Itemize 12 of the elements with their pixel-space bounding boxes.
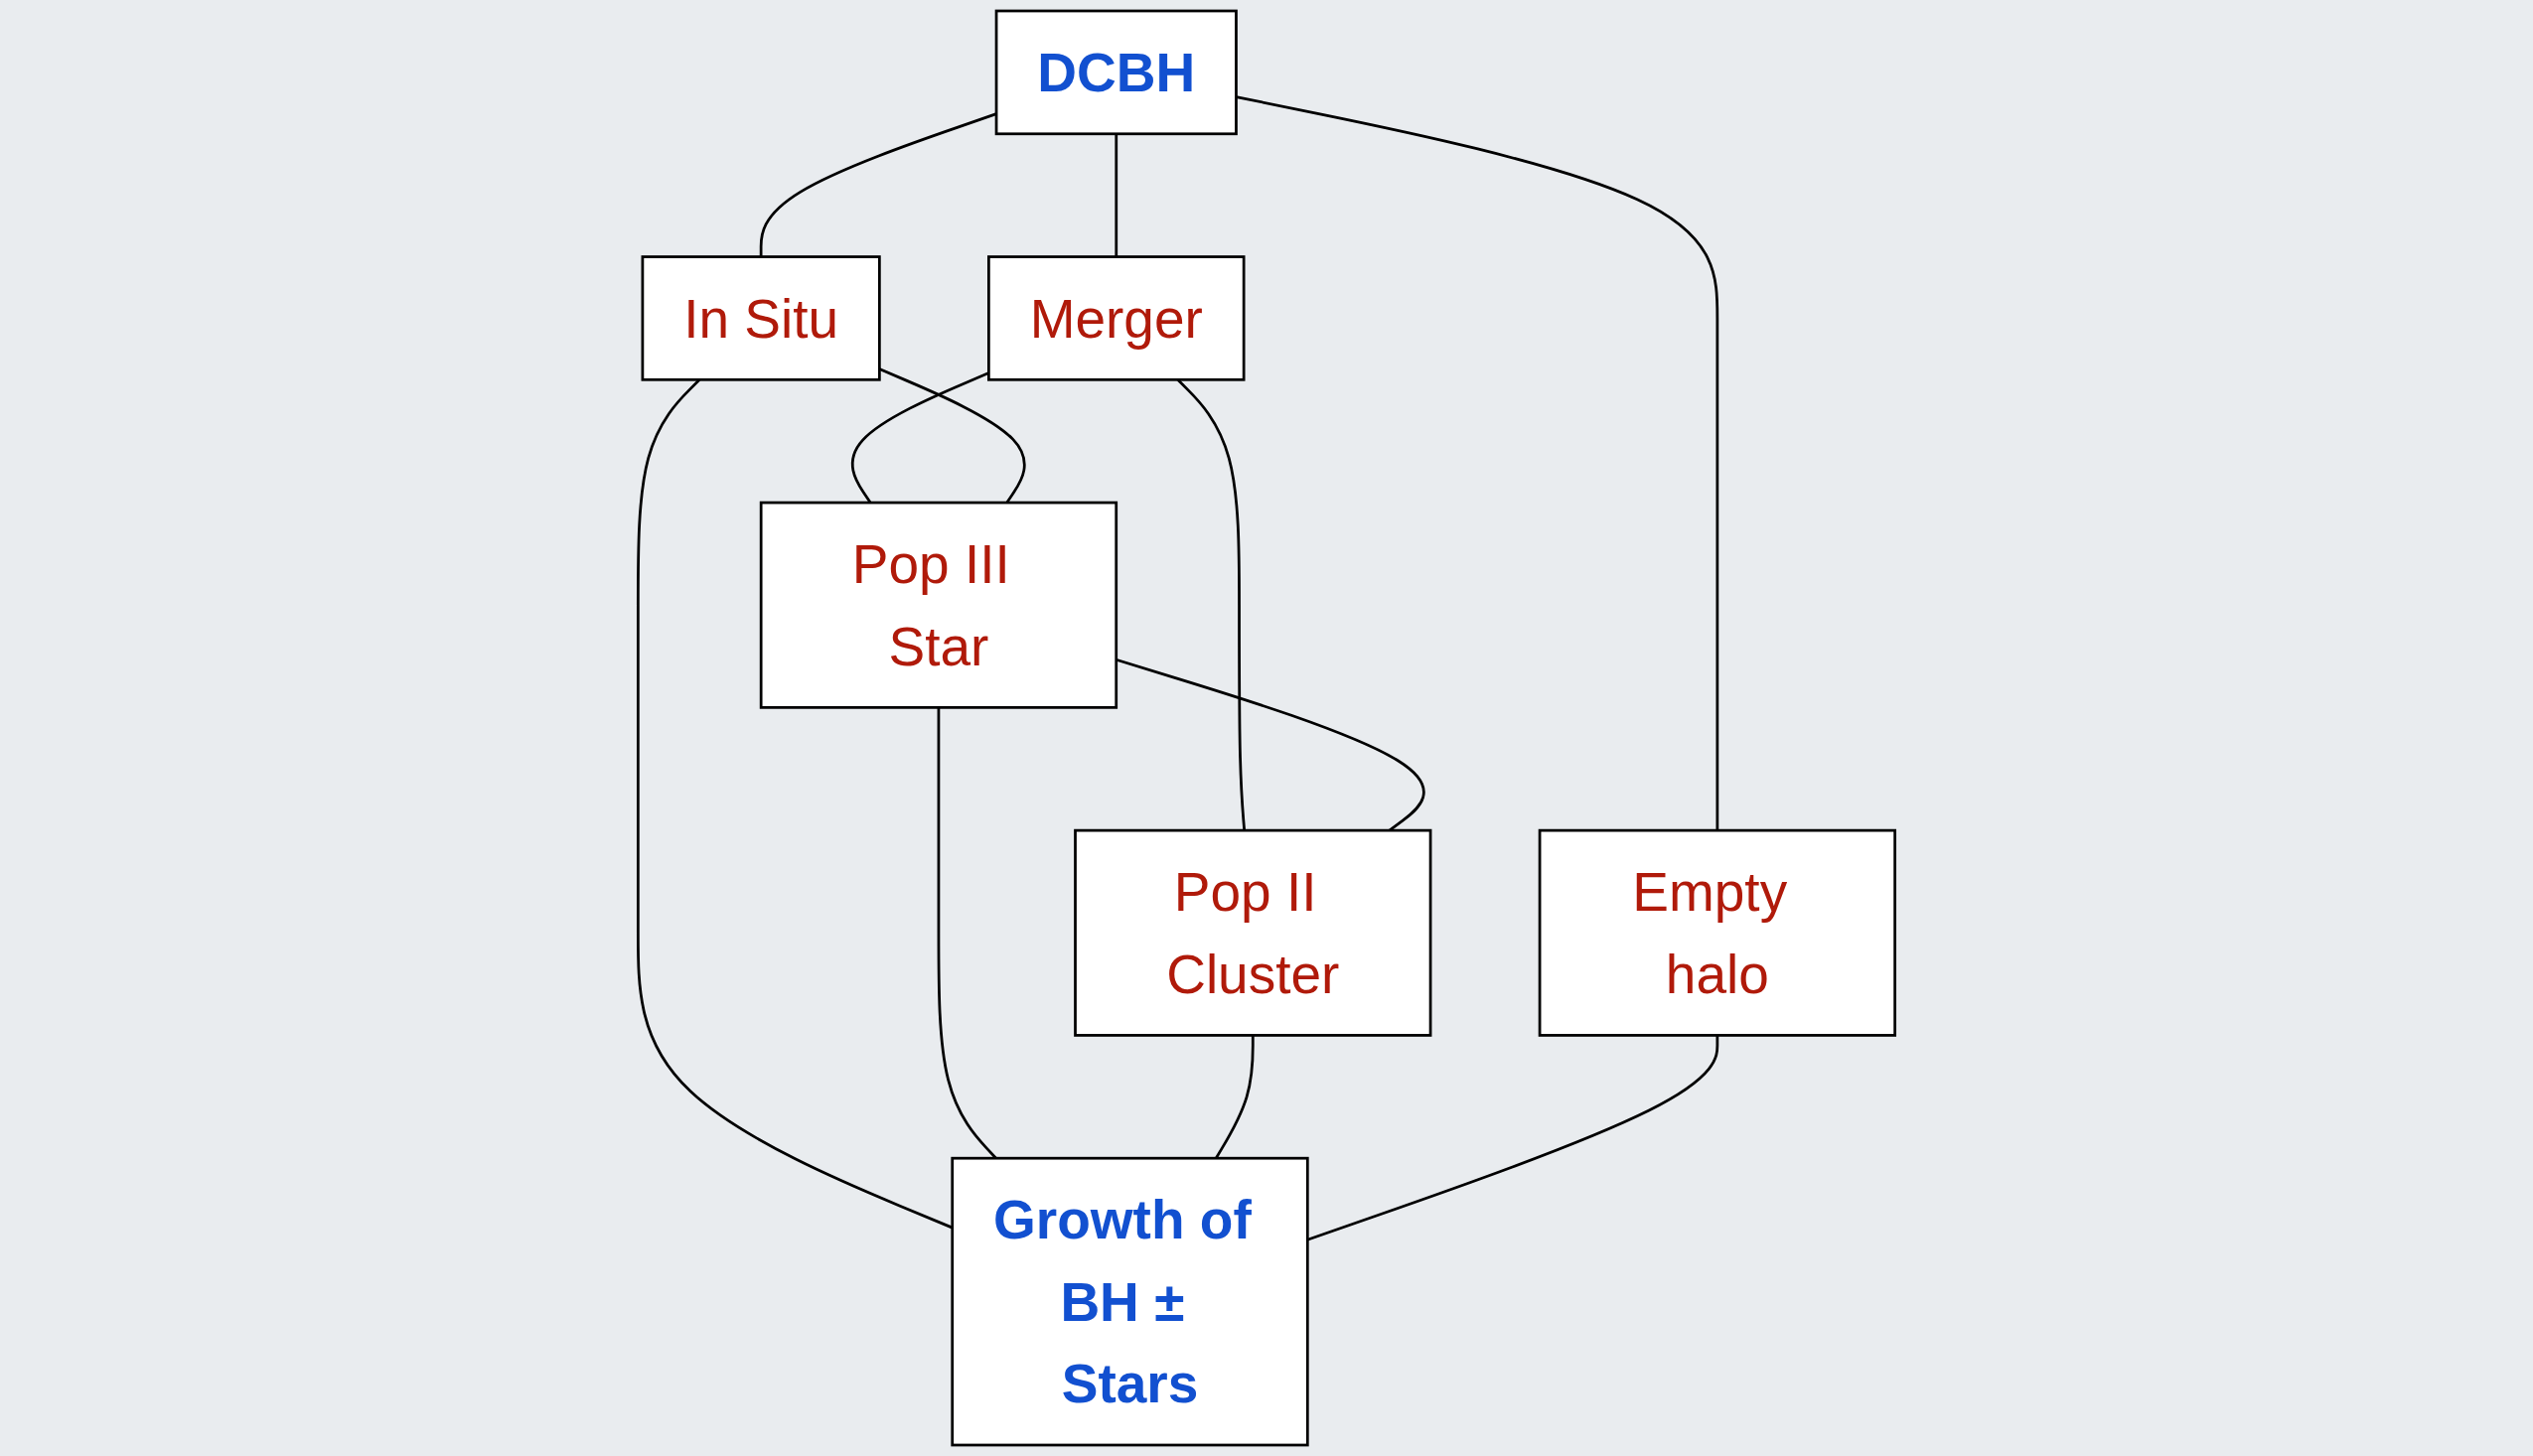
connector xyxy=(1115,133,1118,257)
connector xyxy=(759,112,997,257)
node-box: Pop II Cluster xyxy=(1074,828,1432,1037)
node-box: In Situ xyxy=(641,255,881,381)
connector xyxy=(850,371,989,504)
node-box: DCBH xyxy=(994,9,1238,136)
connector xyxy=(1236,95,1719,831)
node-box: Empty halo xyxy=(1538,828,1897,1037)
node-box: Pop III Star xyxy=(759,501,1118,709)
node-box: Merger xyxy=(987,255,1246,381)
node-box: Growth of BH ± Stars xyxy=(951,1156,1309,1447)
connector xyxy=(1214,1035,1255,1159)
